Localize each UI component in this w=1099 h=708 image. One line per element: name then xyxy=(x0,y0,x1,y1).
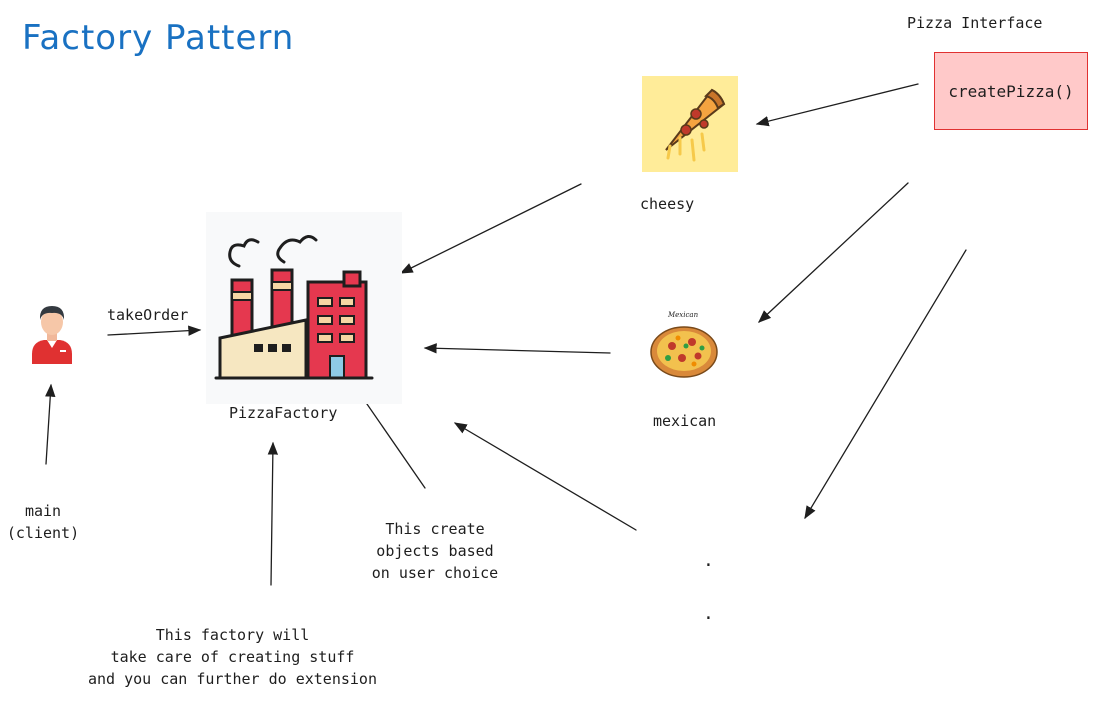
create-pizza-method: createPizza() xyxy=(948,81,1074,101)
mexican-icon-text: Mexican xyxy=(668,311,699,319)
extension-note: This factory will take care of creating … xyxy=(40,624,425,690)
extension-note-line3: and you can further do extension xyxy=(88,670,377,688)
factory-icon xyxy=(214,235,374,380)
arrow-interface-to-more xyxy=(804,249,967,520)
cheese-pizza-slice-icon xyxy=(665,88,726,162)
arrow-interface-to-mexican xyxy=(758,182,909,323)
extension-note-line2: take care of creating stuff xyxy=(110,648,355,666)
factory-note-line1: This create xyxy=(385,520,485,538)
factory-note-line3: on user choice xyxy=(371,564,499,582)
arrow-cheesy-to-factory xyxy=(399,183,582,274)
client-label-line1: main xyxy=(24,502,62,520)
more-products-dot-1: . xyxy=(703,550,714,571)
factory-note-line2: objects based xyxy=(376,542,494,560)
interface-caption: Pizza Interface xyxy=(907,14,1043,32)
arrow-more-to-factory xyxy=(453,422,637,531)
cheesy-label: cheesy xyxy=(640,195,695,213)
arrow-interface-to-cheesy xyxy=(755,83,919,127)
factory-label: PizzaFactory xyxy=(229,404,338,422)
factory-note: This create objects based on user choice xyxy=(345,518,525,584)
arrow-note-to-factory xyxy=(267,441,279,586)
arrow-label-to-client xyxy=(45,383,56,465)
mexican-label: mexican xyxy=(653,412,717,430)
client-label-line2: (client) xyxy=(6,524,80,542)
person-icon xyxy=(32,306,72,364)
extension-note-line1: This factory will xyxy=(155,626,310,644)
pizza-interface-box: createPizza() xyxy=(934,52,1088,130)
diagram-title: Factory Pattern xyxy=(22,18,295,58)
arrow-client-to-factory xyxy=(107,325,202,336)
client-label: main (client) xyxy=(5,500,81,544)
mexican-pizza-icon xyxy=(650,326,718,378)
arrow-mexican-to-factory xyxy=(423,343,611,354)
more-products-dot-2: . xyxy=(703,603,714,624)
take-order-label: takeOrder xyxy=(107,306,189,324)
